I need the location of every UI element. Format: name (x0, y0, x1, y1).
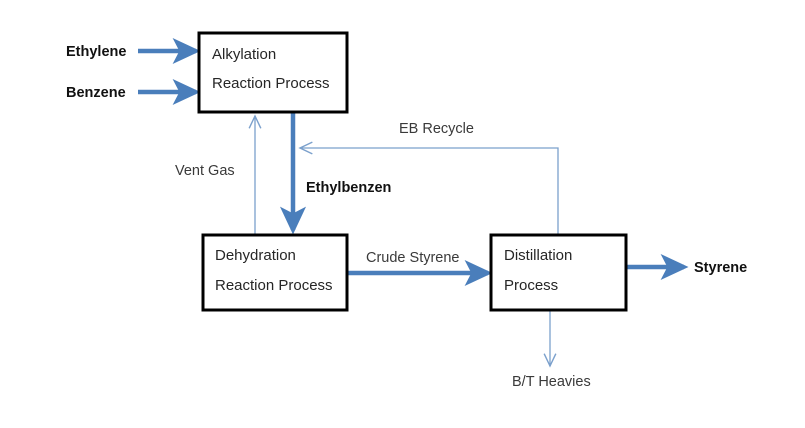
process-box-dehydration-line1: Dehydration (215, 247, 296, 264)
stream-label-vent-gas: Vent Gas (175, 163, 235, 179)
feed-label-benzene: Benzene (66, 85, 126, 101)
stream-label-bt-heavies: B/T Heavies (512, 374, 591, 390)
process-box-alkylation[interactable]: Alkylation Reaction Process (197, 31, 349, 114)
process-box-alkylation-line2: Reaction Process (212, 75, 330, 92)
stream-arrow-eb-recycle (298, 141, 559, 235)
process-box-dehydration-line2: Reaction Process (215, 277, 333, 294)
stream-label-ethylbenzene: Ethylbenzen (306, 180, 391, 196)
product-label-styrene: Styrene (694, 260, 747, 276)
process-box-distillation-line2: Process (504, 277, 558, 294)
stream-label-crude-styrene: Crude Styrene (366, 250, 460, 266)
process-box-distillation-line1: Distillation (504, 247, 572, 264)
process-box-distillation[interactable]: Distillation Process (489, 233, 628, 312)
feed-label-ethylene: Ethylene (66, 44, 126, 60)
process-box-alkylation-line1: Alkylation (212, 46, 276, 63)
stream-label-eb-recycle: EB Recycle (399, 121, 474, 137)
process-box-dehydration[interactable]: Dehydration Reaction Process (201, 233, 349, 312)
